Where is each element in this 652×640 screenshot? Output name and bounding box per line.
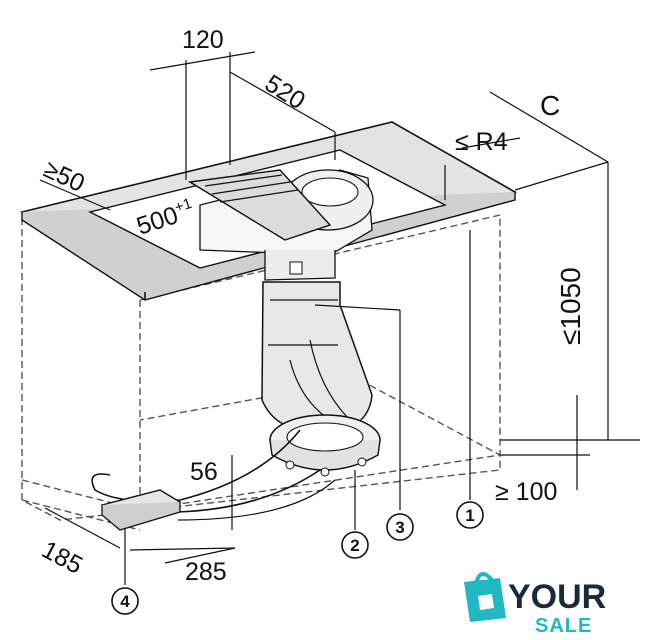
dim-185: 185 — [37, 536, 87, 580]
dim-c: C — [540, 90, 560, 121]
yoursale-logo: YOUR SALE — [464, 572, 606, 637]
dim-500-sup: +1 — [173, 195, 195, 216]
logo-text-top: YOUR — [508, 578, 606, 616]
logo-text-bottom: SALE — [535, 615, 592, 637]
callout-1: 1 — [456, 501, 484, 529]
fan-base — [269, 414, 381, 477]
dim-1050: ≤1050 — [555, 267, 586, 345]
extractor-unit — [187, 169, 374, 281]
dim-520: 520 — [260, 69, 310, 115]
callout-2-label: 2 — [350, 536, 359, 555]
callout-4: 4 — [111, 587, 139, 615]
dim-285: 285 — [185, 558, 227, 586]
callout-4-label: 4 — [120, 592, 130, 611]
shopping-bag-icon — [464, 572, 506, 622]
dim-50: ≥50 — [39, 155, 88, 198]
callout-3-label: 3 — [395, 518, 404, 537]
dimension-labels: 120 520 C ≤ R4 ≥50 500+1 ≤1050 ≥ 100 56 … — [37, 26, 586, 586]
callouts: 1 2 3 4 — [111, 501, 484, 615]
callout-1-label: 1 — [465, 506, 474, 525]
dim-56: 56 — [190, 458, 218, 486]
control-box — [100, 489, 182, 531]
air-duct — [261, 281, 373, 431]
callout-2: 2 — [341, 531, 369, 559]
dimension-lines — [39, 51, 640, 585]
callout-3: 3 — [386, 513, 414, 541]
dim-r4: ≤ R4 — [455, 128, 508, 156]
dim-100: ≥ 100 — [495, 478, 557, 506]
dim-120: 120 — [182, 26, 224, 54]
